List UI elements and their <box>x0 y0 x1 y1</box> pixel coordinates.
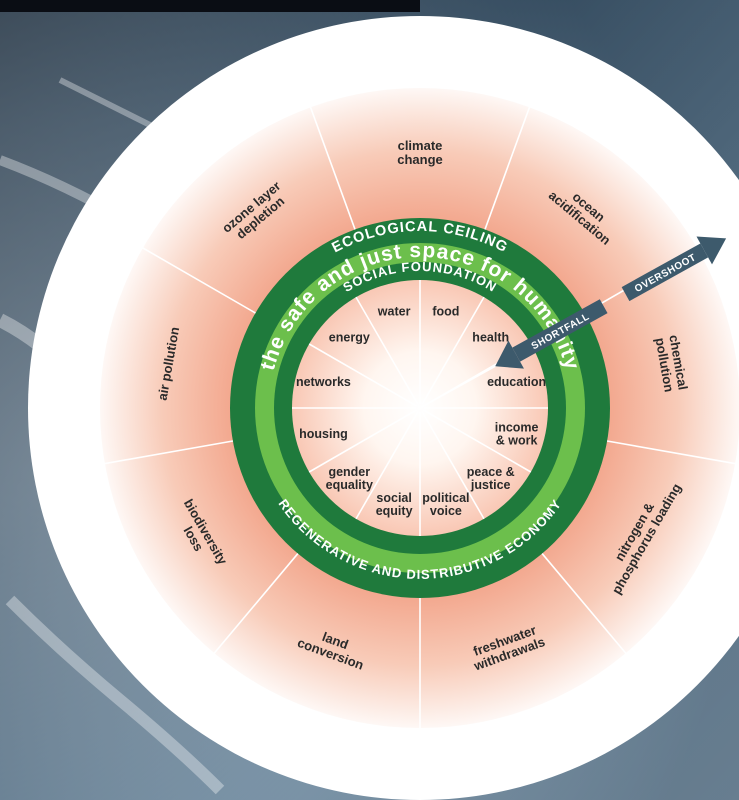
divider-line <box>308 343 417 407</box>
divider-line <box>140 246 256 314</box>
space-strip <box>0 0 420 12</box>
social-dimension-label: food <box>432 304 459 318</box>
social-dimension-label: health <box>472 330 509 344</box>
social-dimension-label: water <box>377 304 411 318</box>
divider-line <box>421 411 485 520</box>
divider-line <box>102 440 234 465</box>
divider-line <box>309 105 356 230</box>
divider-line <box>421 296 485 405</box>
divider-line <box>308 409 417 473</box>
social-dimension-label: peace &justice <box>467 465 515 492</box>
social-dimension-label: housing <box>299 427 348 441</box>
divider-line <box>423 409 532 473</box>
divider-line <box>606 440 738 465</box>
social-dimension-label: income& work <box>495 420 539 447</box>
social-dimension-label: networks <box>296 375 351 389</box>
divider-line <box>212 553 299 656</box>
social-dimension-labels: food health education income& work peace &ju… <box>296 304 546 518</box>
divider-line <box>355 411 419 520</box>
divider-line <box>355 296 419 405</box>
divider-line <box>484 105 531 230</box>
divider-line <box>541 553 628 656</box>
social-dimension-label: education <box>487 375 546 389</box>
social-dimension-label: energy <box>329 330 370 344</box>
